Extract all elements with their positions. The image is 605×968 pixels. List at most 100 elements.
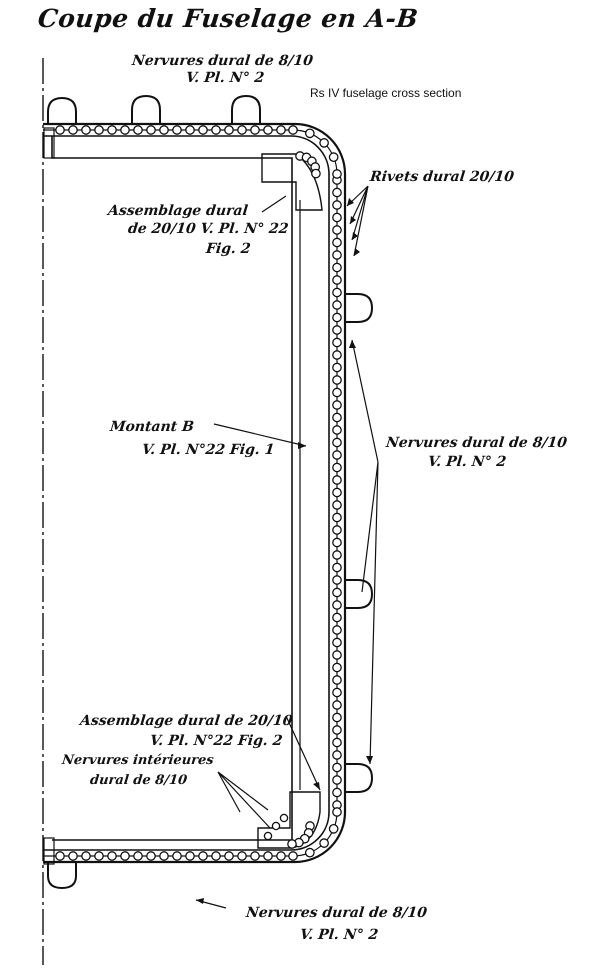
rivet-bead bbox=[94, 851, 104, 861]
rivet-bead bbox=[332, 787, 342, 798]
rivet-bead bbox=[304, 847, 315, 858]
rivet-bead bbox=[332, 337, 342, 348]
rivet-bead bbox=[211, 851, 221, 861]
rivet-bead bbox=[276, 125, 286, 135]
rivet-bead bbox=[311, 168, 321, 179]
bottom-ribs-label-line1: Nervures dural de 8/10 bbox=[245, 905, 428, 921]
rivet-bead bbox=[332, 587, 342, 598]
outer-skin bbox=[43, 122, 347, 864]
rivet-bead bbox=[224, 125, 234, 135]
rivet-bead bbox=[133, 851, 143, 861]
rivet-bead bbox=[250, 851, 260, 861]
rivet-bead bbox=[332, 712, 342, 723]
rivet-bead bbox=[224, 851, 234, 861]
rivet-bead bbox=[332, 225, 342, 235]
upper-joint-label-line2: de 20/10 V. Pl. N° 22 bbox=[127, 221, 290, 237]
rivet-bead bbox=[211, 125, 221, 135]
rivet-bead bbox=[271, 821, 281, 831]
lower-joint-label-line1: Assemblage dural de 20/10 bbox=[79, 713, 294, 729]
rivet-bead bbox=[332, 462, 342, 473]
rivet-bead bbox=[332, 775, 342, 785]
rivet-bead bbox=[332, 187, 342, 198]
rivet-bead bbox=[94, 125, 104, 135]
rivet-bead bbox=[332, 807, 342, 817]
rivet-bead bbox=[332, 600, 342, 610]
rivet-bead bbox=[332, 575, 342, 585]
rivet-bead bbox=[263, 831, 273, 841]
rivet-bead bbox=[332, 725, 342, 735]
rivet-bead bbox=[332, 425, 342, 435]
rivet-bead bbox=[332, 237, 342, 248]
rivet-bead bbox=[288, 851, 298, 861]
upper-joint-label-line3: Fig. 2 bbox=[205, 241, 252, 257]
rivet-bead bbox=[332, 650, 342, 660]
rivet-bead bbox=[332, 437, 342, 448]
rivet-bead bbox=[185, 851, 195, 861]
rivet-bead bbox=[120, 851, 130, 861]
rivet-bead bbox=[332, 475, 342, 485]
inner-ribs-label-line1: Nervures intérieures bbox=[61, 753, 215, 768]
rivets-label: Rivets dural 20/10 bbox=[369, 169, 515, 185]
rivet-bead bbox=[332, 300, 342, 310]
rivet-bead bbox=[172, 125, 182, 135]
upright-label-line1: Montant B bbox=[109, 419, 195, 435]
rivet-bead bbox=[332, 687, 342, 698]
rivet-bead bbox=[332, 312, 342, 323]
rivet-bead bbox=[332, 200, 342, 210]
top-ribs-label-line1: Nervures dural de 8/10 bbox=[131, 53, 314, 69]
rivet-bead bbox=[172, 851, 182, 861]
rivet-bead bbox=[332, 512, 342, 523]
top-hat-ribs bbox=[47, 94, 261, 124]
inner-ribs-label-line2: dural de 8/10 bbox=[89, 773, 188, 788]
side-ribs-label-line2: V. Pl. N° 2 bbox=[427, 454, 508, 470]
rivet-bead bbox=[185, 125, 195, 135]
rivet-bead bbox=[319, 138, 329, 148]
bottom-hat-ribs bbox=[47, 862, 77, 890]
rivet-bead bbox=[68, 851, 78, 861]
rivet-bead bbox=[332, 450, 342, 460]
rivet-bead bbox=[332, 169, 342, 179]
rivet-bead bbox=[287, 839, 297, 849]
rivet-bead bbox=[332, 287, 342, 298]
leader-arrowheads bbox=[196, 198, 373, 904]
rivet-bead bbox=[332, 612, 342, 623]
rivet-bead bbox=[276, 851, 286, 861]
rivet-bead bbox=[332, 525, 342, 535]
rivet-bead bbox=[159, 125, 169, 135]
rivet-bead bbox=[332, 275, 342, 285]
rivet-bead bbox=[332, 500, 342, 510]
rivet-bead bbox=[107, 125, 117, 135]
rivet-bead bbox=[237, 125, 247, 135]
rivet-bead bbox=[332, 212, 342, 223]
rivet-bead bbox=[332, 362, 342, 373]
rivet-bead bbox=[332, 750, 342, 760]
figure-caption: Rs IV fuselage cross section bbox=[310, 86, 462, 100]
upright-label-line2: V. Pl. N°22 Fig. 1 bbox=[141, 442, 276, 458]
upright-b bbox=[51, 136, 293, 841]
rivet-bead bbox=[332, 487, 342, 498]
rivet-bead bbox=[55, 125, 65, 135]
rivet-bead bbox=[279, 813, 289, 823]
rivet-bead bbox=[263, 851, 273, 861]
rivet-bead bbox=[332, 637, 342, 648]
rivet-bead bbox=[332, 562, 342, 573]
rivet-bead bbox=[146, 125, 156, 135]
rivet-bead bbox=[55, 851, 65, 861]
rivet-bead bbox=[133, 125, 143, 135]
rivet-bead bbox=[332, 250, 342, 260]
rivet-bead bbox=[332, 537, 342, 548]
inner-skin bbox=[43, 135, 330, 851]
rivet-bead bbox=[81, 125, 91, 135]
rivet-bead bbox=[304, 128, 315, 139]
rivet-bead bbox=[250, 125, 260, 135]
rivet-bead bbox=[332, 387, 342, 398]
rivet-bead bbox=[332, 325, 342, 335]
rivet-bead bbox=[332, 662, 342, 673]
rivet-bead bbox=[332, 375, 342, 385]
rivet-bead bbox=[198, 851, 208, 861]
rivet-bead bbox=[332, 400, 342, 410]
rivet-bead bbox=[120, 125, 130, 135]
rivet-bead bbox=[328, 823, 339, 834]
